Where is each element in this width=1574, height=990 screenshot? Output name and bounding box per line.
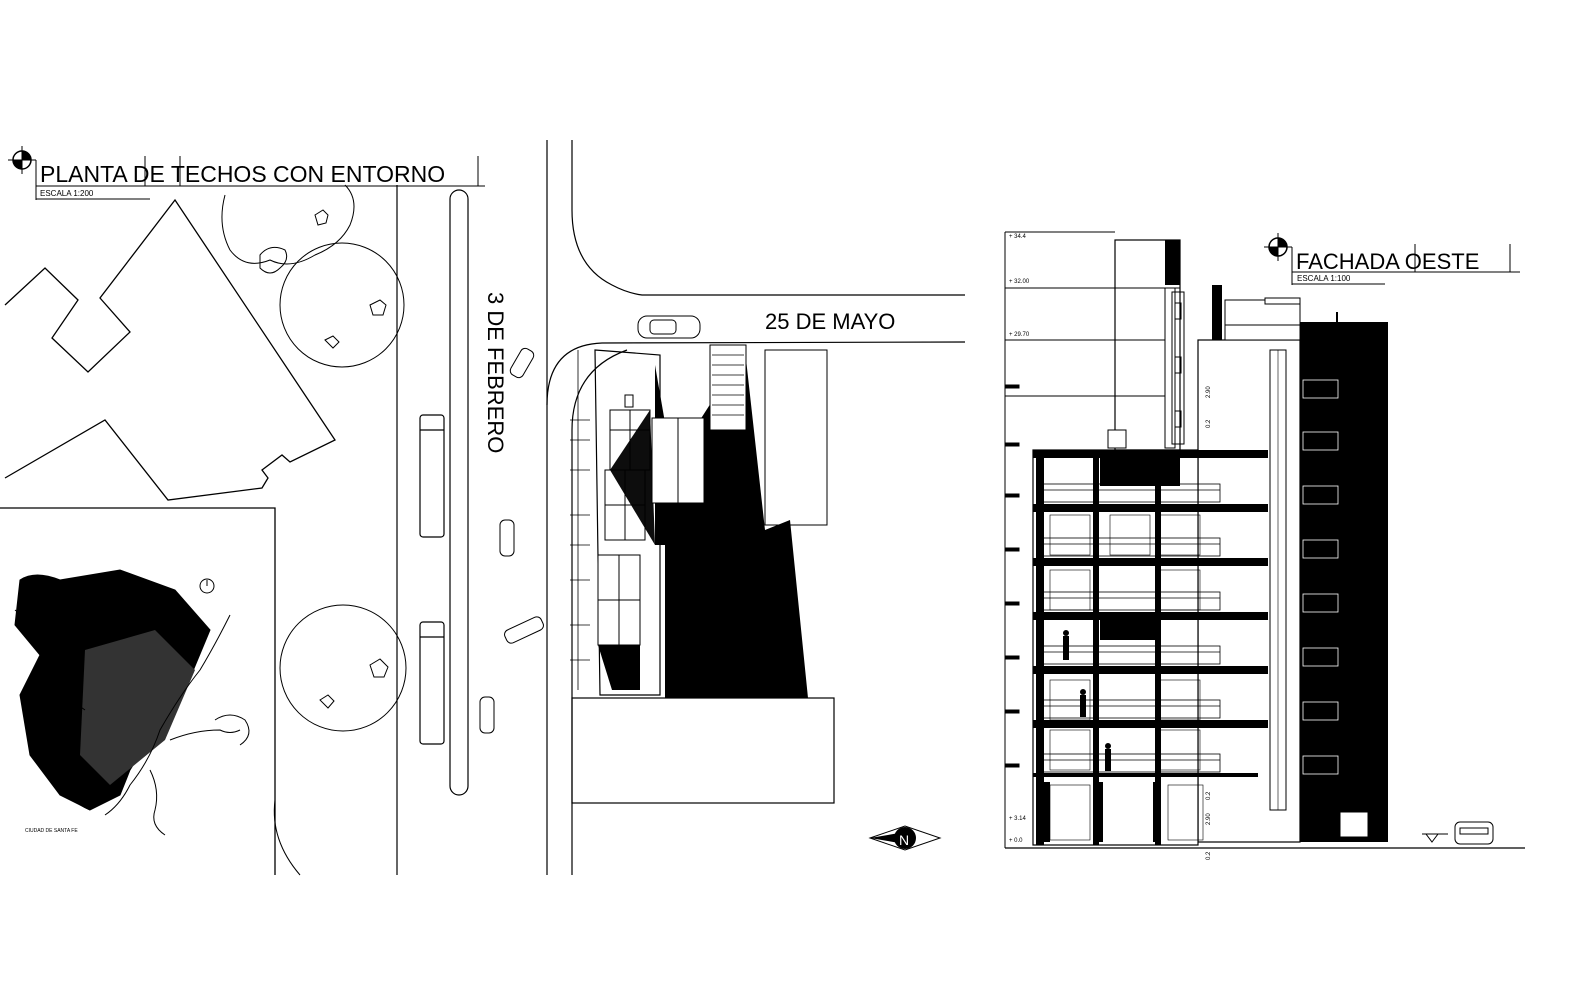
floor-slabs — [1033, 450, 1268, 777]
car-icon — [479, 696, 495, 734]
level-label-5: + 0.0 — [1009, 838, 1023, 844]
person-icon — [1063, 630, 1069, 636]
tree-icon — [221, 184, 355, 265]
car-icon — [637, 315, 701, 339]
person-icon — [1080, 689, 1086, 695]
car-icon — [504, 616, 544, 644]
neighbor-building-outline — [4, 198, 336, 501]
street-label-3-de-febrero: 3 DE FEBRERO — [483, 292, 508, 453]
level-label-2: + 32.00 — [1009, 279, 1030, 285]
dimension-label-1: 2.90 — [1206, 386, 1212, 398]
dimension-label-2: 0.2 — [1206, 419, 1212, 428]
car-icon — [509, 347, 535, 379]
map-north-icon — [199, 578, 215, 594]
car-icon — [1454, 821, 1494, 845]
dimension-label-5: 0.2 — [1206, 851, 1212, 860]
dimension-label-3: 2.90 — [1206, 813, 1212, 825]
railings — [1039, 483, 1221, 773]
site-plan-title-block: PLANTA DE TECHOS CON ENTORNO ESCALA 1:20… — [8, 146, 485, 200]
tree-symbols — [214, 184, 407, 746]
site-plan-scale: ESCALA 1:200 — [40, 189, 94, 198]
level-marks — [1004, 231, 1115, 848]
elevation-scale: ESCALA 1:100 — [1297, 274, 1351, 283]
west-facade-elevation — [1005, 239, 1525, 849]
street-label-25-de-mayo: 25 DE MAYO — [765, 309, 895, 334]
level-label-3: + 29.70 — [1009, 332, 1030, 338]
level-triangle-icon — [1425, 833, 1439, 843]
site-plan-title: PLANTA DE TECHOS CON ENTORNO — [40, 161, 445, 187]
north-arrow-icon: N — [868, 825, 942, 851]
person-icon — [1105, 743, 1111, 749]
elevation-title: FACHADA OESTE — [1296, 249, 1479, 274]
tree-icon — [279, 604, 407, 732]
elevation-title-block: FACHADA OESTE ESCALA 1:100 — [1264, 233, 1520, 285]
right-balconies — [1302, 379, 1339, 775]
roof-plan-building — [570, 344, 835, 804]
tree-icon — [279, 242, 405, 368]
north-symbol: N — [899, 832, 909, 848]
dimension-label-4: 0.2 — [1206, 791, 1212, 800]
car-icon — [499, 519, 515, 557]
inset-map-caption: CIUDAD DE SANTA FE — [25, 828, 78, 834]
glazing — [1049, 514, 1204, 841]
inset-city-map: CIUDAD DE SANTA FE — [0, 507, 301, 876]
level-label-4: + 3.14 — [1009, 816, 1027, 822]
level-label-1: + 34.4 — [1009, 234, 1027, 240]
person-figures — [1063, 630, 1111, 771]
car-symbols — [479, 315, 701, 734]
